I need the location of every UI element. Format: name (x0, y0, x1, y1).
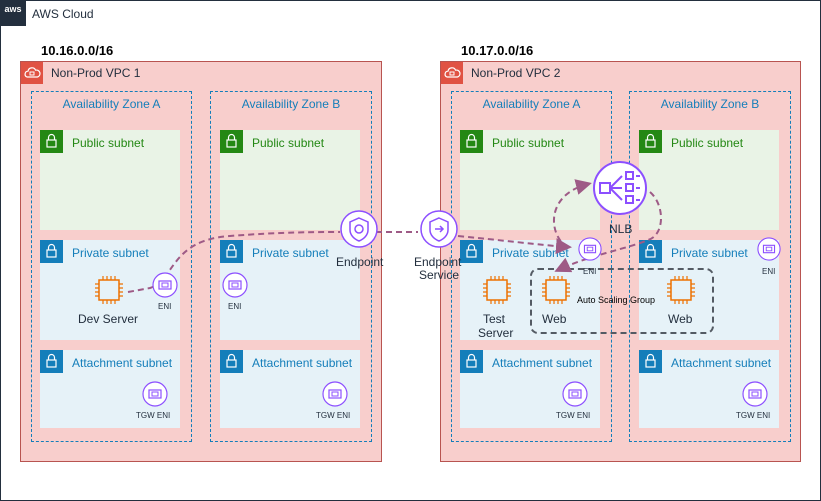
eni-label: ENI (583, 267, 597, 276)
asg-label: Auto Scaling Group (577, 295, 656, 305)
web-label: Web (542, 312, 567, 326)
ec2-instance-icon[interactable] (665, 274, 697, 306)
vpc1-title: Non-Prod VPC 1 (51, 66, 141, 80)
vpc1-az-a: Availability Zone A (31, 91, 192, 442)
subnet-title: Public subnet (252, 136, 325, 150)
vpc2-az-b-private-subnet[interactable]: Private subnet (639, 240, 779, 340)
subnet-title: Public subnet (72, 136, 145, 150)
eni-icon[interactable] (152, 272, 178, 298)
lock-icon (639, 350, 662, 373)
test-server-label-line1: Test (483, 312, 506, 326)
eni-label: ENI (762, 267, 776, 276)
eni-label: ENI (158, 302, 172, 311)
ec2-instance-icon[interactable] (540, 274, 572, 306)
vpc1-cidr: 10.16.0.0/16 (41, 43, 114, 58)
vpc-icon (21, 62, 43, 84)
vpc2-az-b: Availability Zone B (629, 91, 791, 442)
subnet-title: Private subnet (492, 246, 569, 260)
az-title: Availability Zone A (482, 97, 581, 111)
vpc2-az-a: Availability Zone A (451, 91, 612, 442)
vpc1-az-a-private-subnet[interactable]: Private subnet (40, 240, 180, 340)
vpc2-cidr: 10.17.0.0/16 (461, 43, 534, 58)
eni-icon[interactable] (562, 381, 588, 407)
vpc2-title: Non-Prod VPC 2 (471, 66, 561, 80)
lock-icon (460, 240, 483, 263)
lock-icon (220, 240, 243, 263)
endpoint-icon[interactable] (340, 210, 378, 248)
tgw-eni-label: TGW ENI (736, 411, 771, 420)
az-title: Availability Zone B (241, 97, 341, 111)
eni-icon[interactable] (222, 272, 248, 298)
vpc-icon (441, 62, 463, 84)
aws-logo-icon: aws (0, 0, 26, 26)
nlb-label: NLB (609, 222, 633, 236)
aws-cloud-title: AWS Cloud (32, 7, 94, 21)
eni-label: ENI (228, 302, 242, 311)
lock-icon (639, 240, 662, 263)
lock-icon (40, 240, 63, 263)
vpc1-az-b-public-subnet[interactable]: Public subnet (220, 130, 360, 230)
tgw-eni-label: TGW ENI (556, 411, 591, 420)
subnet-title: Private subnet (72, 246, 149, 260)
auto-scaling-group[interactable] (530, 268, 714, 334)
subnet-title: Attachment subnet (492, 356, 593, 370)
eni-icon[interactable] (757, 237, 781, 261)
lock-icon (220, 130, 243, 153)
eni-icon[interactable] (742, 381, 768, 407)
vpc1-az-a-public-subnet[interactable]: Public subnet (40, 130, 180, 230)
subnet-title: Private subnet (671, 246, 748, 260)
endpoint-label: Endpoint (336, 255, 384, 269)
subnet-title: Private subnet (252, 246, 329, 260)
lock-icon (460, 350, 483, 373)
eni-icon[interactable] (322, 381, 348, 407)
test-server-label-line2: Server (478, 326, 514, 340)
az-title: Availability Zone B (660, 97, 760, 111)
lock-icon (40, 350, 63, 373)
lock-icon (639, 130, 662, 153)
subnet-title: Public subnet (671, 136, 744, 150)
tgw-eni-label: TGW ENI (316, 411, 351, 420)
eni-icon[interactable] (578, 237, 602, 261)
lock-icon (460, 130, 483, 153)
web-label: Web (668, 312, 693, 326)
subnet-title: Public subnet (492, 136, 565, 150)
dev-server-label: Dev Server (78, 312, 139, 326)
endpoint-service-icon[interactable] (420, 210, 458, 248)
endpoint-service-label-line1: Endpoint (414, 255, 462, 269)
subnet-title: Attachment subnet (72, 356, 173, 370)
tgw-eni-label: TGW ENI (136, 411, 171, 420)
lock-icon (40, 130, 63, 153)
ec2-instance-icon[interactable] (93, 274, 125, 306)
eni-icon[interactable] (142, 381, 168, 407)
vpc1-az-b: Availability Zone B (210, 91, 372, 442)
endpoint-service-label-line2: Service (419, 268, 460, 282)
ec2-instance-icon[interactable] (481, 274, 513, 306)
vpc2-az-b-public-subnet[interactable]: Public subnet (639, 130, 779, 230)
lock-icon (220, 350, 243, 373)
subnet-title: Attachment subnet (671, 356, 772, 370)
nlb-icon[interactable] (592, 160, 648, 216)
az-title: Availability Zone A (62, 97, 161, 111)
subnet-title: Attachment subnet (252, 356, 353, 370)
